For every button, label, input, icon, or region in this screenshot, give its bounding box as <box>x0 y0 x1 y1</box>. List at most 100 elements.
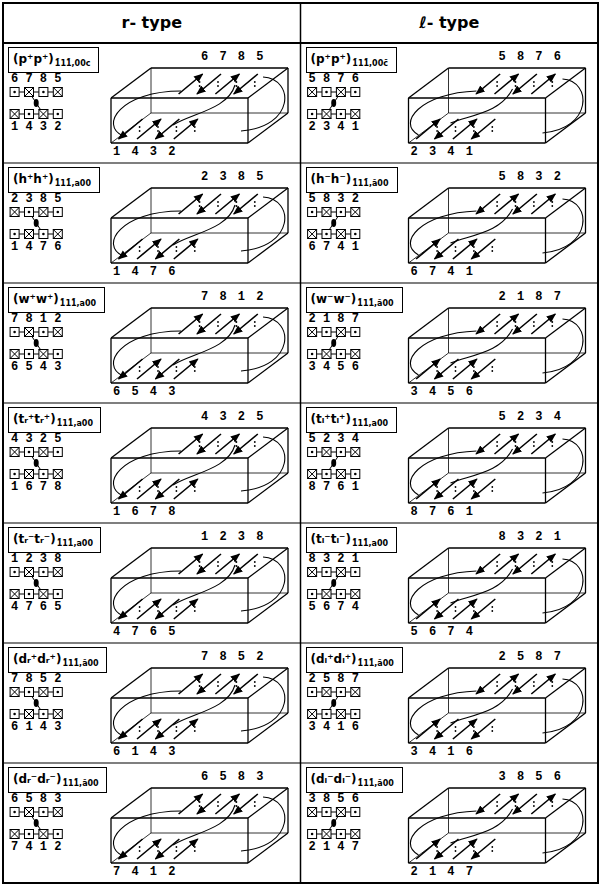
spin-arrow <box>215 794 239 814</box>
box-edge <box>151 307 288 308</box>
spin-arrow <box>174 839 198 859</box>
box-edge <box>449 233 586 234</box>
atom-dot <box>199 81 201 83</box>
box-edge <box>151 353 288 354</box>
spin-arrow <box>174 119 198 139</box>
site-symbol <box>53 710 62 719</box>
atom-dot <box>217 805 219 807</box>
spin-arrow <box>513 794 537 814</box>
site-square <box>25 710 34 719</box>
site-square <box>322 568 331 577</box>
box-edge <box>409 457 546 458</box>
box-edge <box>287 68 288 113</box>
spin-arrow <box>453 239 477 259</box>
box-edge <box>248 308 288 338</box>
site-symbol <box>351 688 360 697</box>
site-square <box>10 590 19 599</box>
atom-dot <box>217 441 219 443</box>
pair-schematic <box>10 208 62 239</box>
site-square <box>10 448 19 457</box>
atom-dot <box>199 561 201 563</box>
spin-arrow <box>174 479 198 499</box>
site-symbol <box>308 350 317 359</box>
site-dot <box>311 593 314 596</box>
atom-dot <box>236 321 238 323</box>
site-square <box>336 350 345 359</box>
box-edge <box>409 833 449 863</box>
atom-dot <box>455 850 457 852</box>
site-cross <box>39 110 48 119</box>
site-symbol <box>308 110 317 119</box>
atom-dot <box>194 246 196 248</box>
site-dot <box>340 353 343 356</box>
atom-dot <box>491 726 493 728</box>
spin-arrow <box>435 239 459 259</box>
site-square <box>53 470 62 479</box>
row-rule <box>3 162 598 163</box>
atom-dot <box>199 205 201 207</box>
atom-dot <box>157 250 159 252</box>
site-symbol <box>39 568 48 577</box>
site-symbol <box>351 830 360 839</box>
box-edge <box>248 188 288 218</box>
spin-arrow <box>179 314 203 334</box>
cell-illustration <box>308 668 586 743</box>
coupling-curve <box>173 445 235 485</box>
spin-arrow <box>513 434 537 454</box>
site-dot <box>340 113 343 116</box>
atom-dot <box>551 85 553 87</box>
box-edge <box>409 622 546 623</box>
atom-dot <box>176 246 178 248</box>
atom-dot <box>436 606 438 608</box>
pair-schematic <box>308 688 360 719</box>
site-dot <box>28 211 31 214</box>
site-dot <box>13 233 16 236</box>
box-edge <box>247 218 248 263</box>
site-number: 8 7 6 1 <box>309 481 359 493</box>
site-square <box>336 230 345 239</box>
spin-arrow <box>155 479 179 499</box>
site-number: 2 1 8 7 <box>309 313 359 325</box>
box-edge <box>448 68 449 113</box>
coupling-curve <box>451 209 513 243</box>
box-edge <box>409 262 546 263</box>
site-symbol <box>322 230 331 239</box>
site-dot <box>28 593 31 596</box>
site-number: 7 4 1 2 <box>113 866 175 878</box>
box-edge <box>449 713 586 714</box>
box-edge <box>545 818 546 863</box>
atom-dot <box>217 681 219 683</box>
atom-dot <box>455 126 457 128</box>
atom-dot <box>551 565 553 567</box>
box-edge <box>111 713 151 743</box>
box-edge <box>247 818 248 863</box>
atom-dot <box>436 370 438 372</box>
configuration-label-box: (tₗ⁻tₗ⁻)1̄11̄,a00 <box>306 527 397 553</box>
coupling-curve <box>543 319 583 373</box>
site-symbol <box>53 230 62 239</box>
site-cross <box>53 230 62 239</box>
cell-illustration <box>10 308 288 383</box>
pair-schematic <box>308 328 360 359</box>
site-symbol <box>336 208 345 217</box>
site-symbol <box>336 710 345 719</box>
atom-dot <box>436 490 438 492</box>
atom-dot <box>515 321 517 323</box>
site-symbol <box>10 230 19 239</box>
box-edge <box>151 67 288 68</box>
atom-dot <box>217 685 219 687</box>
spin-arrow <box>495 314 519 334</box>
site-cross <box>25 470 34 479</box>
atom-dot <box>551 805 553 807</box>
site-cross <box>336 710 345 719</box>
atom-dot <box>176 130 178 132</box>
configuration-name: (w⁻w⁻) <box>311 292 357 306</box>
bond-line <box>15 594 58 595</box>
site-symbol <box>39 328 48 337</box>
site-square <box>53 110 62 119</box>
atom-dot <box>254 685 256 687</box>
site-cross <box>25 808 34 817</box>
site-square <box>336 110 345 119</box>
atom-dot <box>194 730 196 732</box>
